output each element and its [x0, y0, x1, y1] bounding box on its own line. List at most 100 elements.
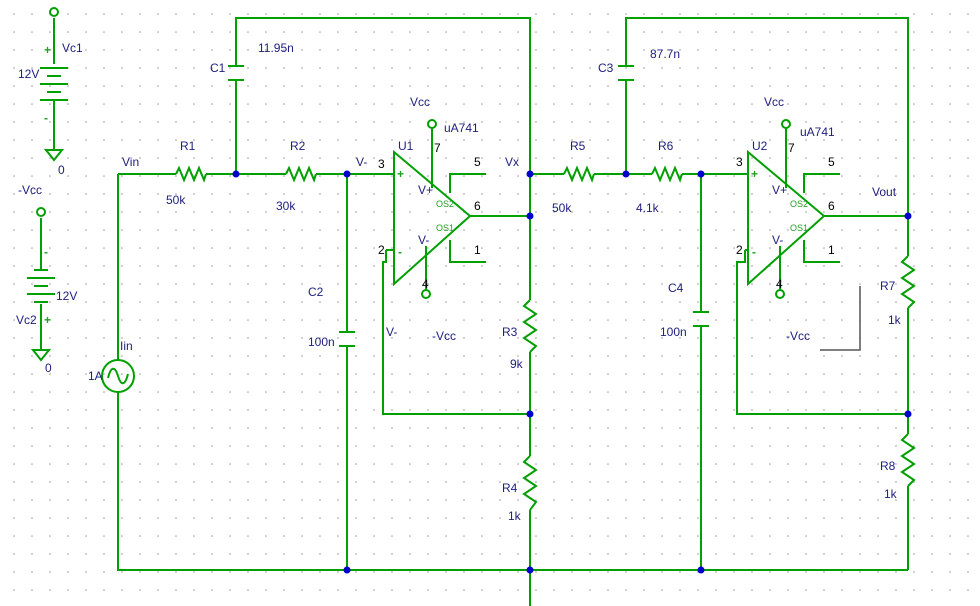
r6-symbol[interactable]	[651, 165, 683, 183]
r5-symbol[interactable]	[563, 165, 595, 183]
r2-name: R2	[290, 139, 306, 153]
iin-name: Iin	[120, 339, 133, 353]
c3-value: 87.7n	[650, 47, 680, 61]
c2-name: C2	[308, 285, 324, 299]
iin-value: 1A	[88, 369, 103, 383]
vc2-minus: -	[44, 245, 48, 259]
u2-pin2: 2	[736, 243, 743, 257]
u1-pin2: 2	[378, 243, 385, 257]
ground-vc1	[43, 149, 65, 162]
terminal-vc2	[36, 207, 46, 217]
vc2-plus: +	[44, 313, 51, 327]
c4-value: 100n	[660, 325, 687, 339]
opamp-u1[interactable]	[386, 149, 472, 287]
vc1-minus: -	[44, 111, 48, 125]
u2-vee: -Vcc	[786, 329, 810, 343]
u1-os2: OS2	[436, 199, 454, 209]
junction-nodes	[232, 170, 912, 574]
r4-value: 1k	[508, 509, 522, 523]
net-vin: Vin	[122, 155, 139, 169]
u1-pin6: 6	[474, 199, 481, 213]
r3-symbol[interactable]	[522, 299, 538, 353]
u2-pin5: 5	[828, 155, 835, 169]
u1-vplus: V+	[418, 183, 433, 197]
net-v-minus-fb: V-	[386, 325, 397, 339]
r1-value: 50k	[166, 193, 186, 207]
stray-bracket	[820, 286, 861, 351]
u1-pin1: 1	[474, 243, 481, 257]
terminal-u1-vee	[421, 289, 431, 299]
r7-value: 1k	[888, 313, 902, 327]
c2-symbol[interactable]	[339, 331, 355, 347]
ground-vc2	[30, 349, 52, 362]
current-source-iin[interactable]	[101, 359, 135, 393]
c1-symbol[interactable]	[228, 65, 244, 81]
u2-vminus: V-	[772, 233, 783, 247]
battery-vc2[interactable]	[27, 269, 55, 303]
vc2-name: Vc2	[16, 313, 37, 327]
u2-model: uA741	[800, 125, 835, 139]
u2-pin6: 6	[828, 199, 835, 213]
r7-name: R7	[880, 279, 896, 293]
u2-os1: OS1	[790, 223, 808, 233]
r7-symbol[interactable]	[900, 255, 916, 309]
r1-symbol[interactable]	[175, 165, 207, 183]
vc1-value: 12V	[18, 67, 39, 81]
r4-symbol[interactable]	[522, 455, 538, 511]
u1-pin3: 3	[378, 157, 385, 171]
vc2-value: 12V	[56, 289, 77, 303]
r6-name: R6	[658, 139, 674, 153]
r8-name: R8	[880, 459, 896, 473]
c3-symbol[interactable]	[618, 65, 634, 81]
u2-pin1: 1	[828, 243, 835, 257]
u2-pin7: 7	[788, 141, 795, 155]
r2-symbol[interactable]	[285, 165, 317, 183]
grid-dots	[13, 13, 969, 591]
net-vx: Vx	[505, 155, 519, 169]
terminal-u2-vee	[775, 289, 785, 299]
u2-os2: OS2	[790, 199, 808, 209]
r5-name: R5	[570, 139, 586, 153]
u2-vcc: Vcc	[764, 95, 784, 109]
wires	[40, 17, 909, 606]
r3-value: 9k	[510, 357, 524, 371]
vc1-name: Vc1	[62, 41, 83, 55]
u1-vminus: V-	[418, 233, 429, 247]
vc2-net: -Vcc	[18, 183, 42, 197]
u1-pin5: 5	[474, 155, 481, 169]
u2-name: U2	[752, 139, 768, 153]
u1-pin7: 7	[434, 141, 441, 155]
r6-value: 4.1k	[636, 201, 660, 215]
terminal-u2-vcc	[781, 119, 791, 129]
r8-value: 1k	[884, 487, 898, 501]
u1-model: uA741	[444, 121, 479, 135]
c4-symbol[interactable]	[693, 311, 709, 327]
u1-vcc: Vcc	[410, 95, 430, 109]
terminal-vc1	[49, 7, 59, 17]
c1-value: 11.95n	[258, 41, 294, 55]
opamp-u2[interactable]	[745, 149, 826, 287]
net-vout: Vout	[872, 185, 897, 199]
vc1-gnd: 0	[58, 163, 65, 177]
c2-value: 100n	[308, 335, 335, 349]
r2-value: 30k	[276, 199, 296, 213]
u2-minus: -	[752, 245, 756, 259]
terminal-u1-vcc	[427, 119, 437, 129]
u2-vplus: V+	[772, 183, 787, 197]
battery-vc1[interactable]	[40, 67, 68, 101]
vc2-gnd: 0	[45, 361, 52, 375]
r4-name: R4	[502, 481, 518, 495]
u2-pin4: 4	[776, 277, 783, 291]
c1-name: C1	[210, 61, 226, 75]
r5-value: 50k	[552, 201, 572, 215]
r8-symbol[interactable]	[900, 433, 916, 487]
r1-name: R1	[180, 139, 196, 153]
c3-name: C3	[598, 61, 614, 75]
u1-vee: -Vcc	[432, 329, 456, 343]
u2-plus: +	[751, 167, 758, 181]
u1-minus: -	[398, 245, 402, 259]
vc1-plus: +	[44, 43, 51, 57]
u1-name: U1	[398, 139, 414, 153]
net-v-minus-in: V-	[356, 155, 367, 169]
